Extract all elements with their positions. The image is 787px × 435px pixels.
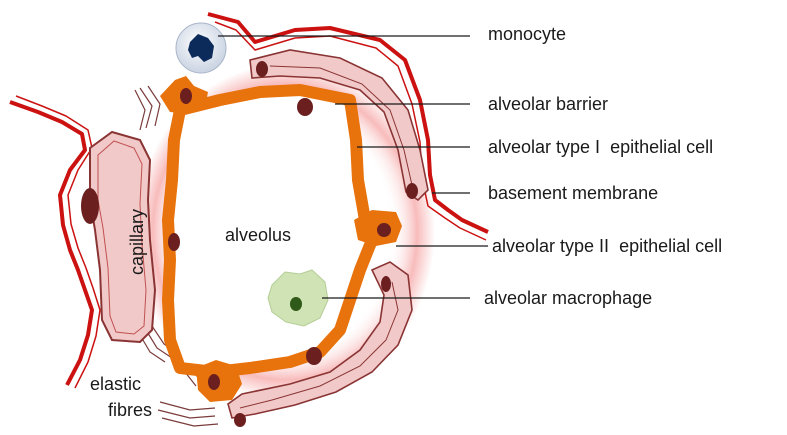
monocyte — [176, 23, 226, 73]
label-alveolus: alveolus — [225, 225, 291, 245]
label-capillary: capillary — [127, 209, 147, 275]
label-basement-membrane: basement membrane — [488, 183, 658, 203]
label-fibres: fibres — [108, 400, 152, 420]
label-monocyte: monocyte — [488, 24, 566, 44]
type2-nucleus-top-left — [180, 88, 192, 104]
label-alveolar-barrier: alveolar barrier — [488, 94, 608, 114]
type2-cell-bottom-left — [196, 360, 242, 402]
endothelial-nucleus-bottom-2 — [234, 413, 246, 427]
type1-nucleus-bottom — [306, 347, 322, 365]
type1-nucleus-top — [297, 98, 313, 116]
basement-membrane-left — [10, 96, 100, 388]
label-alveolar-type-1: alveolar type I epithelial cell — [488, 137, 713, 157]
type1-nucleus-left — [168, 233, 180, 251]
macrophage-nucleus — [290, 297, 302, 311]
type2-nucleus-right — [377, 223, 391, 237]
type2-cell-top-left — [160, 76, 208, 114]
label-elastic: elastic — [90, 374, 141, 394]
label-alveolar-type-2: alveolar type II epithelial cell — [492, 236, 722, 256]
endothelial-nucleus-bottom-1 — [381, 276, 391, 292]
capillary-nucleus — [81, 188, 99, 224]
endothelial-nucleus-top-1 — [256, 61, 268, 77]
endothelial-nucleus-top-2 — [406, 183, 418, 199]
type2-nucleus-bottom-left — [208, 374, 220, 390]
label-alveolar-macrophage: alveolar macrophage — [484, 288, 652, 308]
